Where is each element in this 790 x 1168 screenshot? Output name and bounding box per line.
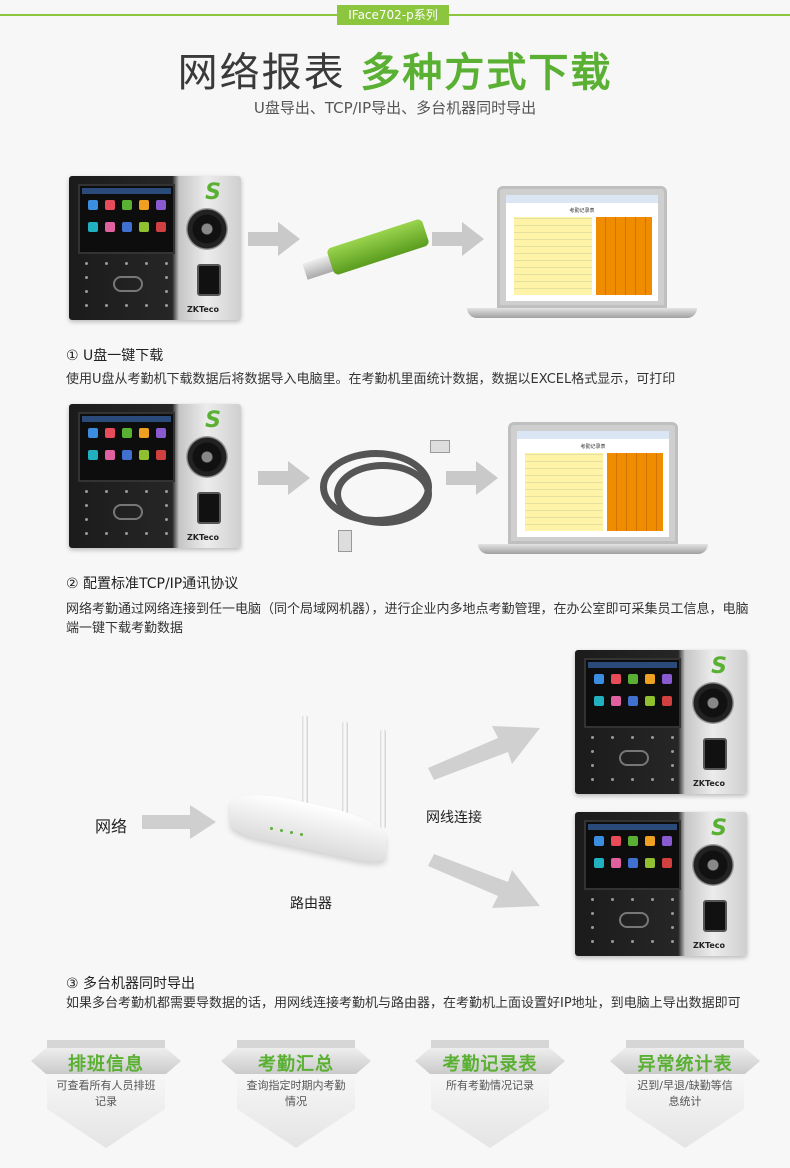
device-camera xyxy=(692,844,734,886)
device-screen xyxy=(584,820,681,890)
attendance-device-2: S ZKTeco xyxy=(69,404,241,548)
badge-desc: 所有考勤情况记录 xyxy=(446,1079,534,1092)
cable-label: 网线连接 xyxy=(426,810,482,826)
device-oval-light xyxy=(113,504,143,520)
router-antenna xyxy=(342,721,348,815)
series-tag: IFace702-p系列 xyxy=(337,5,449,25)
page-title: 网络报表 多种方式下载 xyxy=(0,40,790,98)
badge-title: 排班信息 xyxy=(68,1054,144,1075)
laptop-lid: 考勤记录表 xyxy=(497,186,667,308)
title-green: 多种方式下载 xyxy=(360,50,613,96)
laptop-screen-excel: 考勤记录表 xyxy=(506,195,658,301)
badge-desc: 查询指定时期内考勤情况 xyxy=(246,1079,346,1108)
page-subtitle: U盘导出、TCP/IP导出、多台机器同时导出 xyxy=(253,99,537,117)
device-oval-light xyxy=(619,750,649,766)
laptop-image-1: 考勤记录表 xyxy=(467,186,715,326)
fingerprint-sensor xyxy=(703,900,727,932)
router-body xyxy=(230,786,386,866)
network-label: 网络 xyxy=(95,817,128,836)
device-brand-logo: ZKTeco xyxy=(186,533,219,542)
router-label: 路由器 xyxy=(290,896,332,912)
laptop-base xyxy=(478,544,708,554)
device-oval-light xyxy=(619,912,649,928)
badge-exception-stats: 异常统计表 迟到/早退/缺勤等信息统计 xyxy=(610,1040,760,1150)
router-antenna xyxy=(380,729,386,829)
laptop-base xyxy=(467,308,697,318)
step-3-title: ③ 多台机器同时导出 xyxy=(66,976,196,992)
device-logo: S xyxy=(205,408,221,433)
laptop-screen-excel: 考勤记录表 xyxy=(517,431,669,537)
badge-shift-info: 排班信息 可查看所有人员排班记录 xyxy=(31,1040,181,1150)
badge-attendance-records: 考勤记录表 所有考勤情况记录 xyxy=(415,1040,565,1150)
usb-drive-image xyxy=(300,217,432,281)
router-antenna xyxy=(302,715,308,815)
laptop-image-2: 考勤记录表 xyxy=(478,422,726,562)
badge-title: 异常统计表 xyxy=(637,1054,733,1075)
badge-title: 考勤汇总 xyxy=(258,1054,334,1075)
device-logo: S xyxy=(205,180,221,205)
device-camera xyxy=(186,436,228,478)
device-brand-logo: ZKTeco xyxy=(692,941,725,950)
step-1-title: ① U盘一键下载 xyxy=(66,348,164,364)
rj45-connector xyxy=(430,440,450,453)
fingerprint-sensor xyxy=(197,492,221,524)
attendance-device-4: S ZKTeco xyxy=(575,812,747,956)
device-camera xyxy=(186,208,228,250)
fingerprint-sensor xyxy=(703,738,727,770)
badge-desc: 迟到/早退/缺勤等信息统计 xyxy=(637,1079,733,1108)
badge-title: 考勤记录表 xyxy=(442,1054,538,1075)
device-screen xyxy=(78,412,175,482)
usb-body xyxy=(326,218,430,276)
arrow-right-icon xyxy=(432,222,484,256)
title-dark: 网络报表 xyxy=(177,50,346,96)
device-oval-light xyxy=(113,276,143,292)
fingerprint-sensor xyxy=(197,264,221,296)
attendance-device-3: S ZKTeco xyxy=(575,650,747,794)
network-cable-image xyxy=(312,436,464,554)
arrow-right-icon xyxy=(446,461,498,495)
step-3-text: 如果多台考勤机都需要导数据的话，用网线连接考勤机与路由器，在考勤机上面设置好IP… xyxy=(66,996,741,1011)
device-brand-logo: ZKTeco xyxy=(186,305,219,314)
device-logo: S xyxy=(711,816,727,841)
laptop-lid: 考勤记录表 xyxy=(508,422,678,544)
attendance-device-1: S ZKTeco xyxy=(69,176,241,320)
step-2-title: ② 配置标准TCP/IP通讯协议 xyxy=(66,576,239,592)
device-brand-logo: ZKTeco xyxy=(692,779,725,788)
arrow-right-icon xyxy=(142,805,216,839)
router-image xyxy=(230,715,388,866)
arrow-right-icon xyxy=(248,222,300,256)
badge-desc: 可查看所有人员排班记录 xyxy=(56,1079,156,1108)
device-screen xyxy=(584,658,681,728)
badge-attendance-summary: 考勤汇总 查询指定时期内考勤情况 xyxy=(221,1040,371,1150)
arrow-right-icon xyxy=(258,461,310,495)
device-screen xyxy=(78,184,175,254)
arrow-down-right-icon xyxy=(428,854,540,908)
device-camera xyxy=(692,682,734,724)
step-1-text: 使用U盘从考勤机下载数据后将数据导入电脑里。在考勤机里面统计数据，数据以EXCE… xyxy=(66,372,676,387)
rj45-connector xyxy=(338,530,352,552)
arrow-up-right-icon xyxy=(428,726,540,780)
step-2-text: 网络考勤通过网络连接到任一电脑（同个局域网机器），进行企业内多地点考勤管理，在办… xyxy=(66,602,749,636)
device-logo: S xyxy=(711,654,727,679)
